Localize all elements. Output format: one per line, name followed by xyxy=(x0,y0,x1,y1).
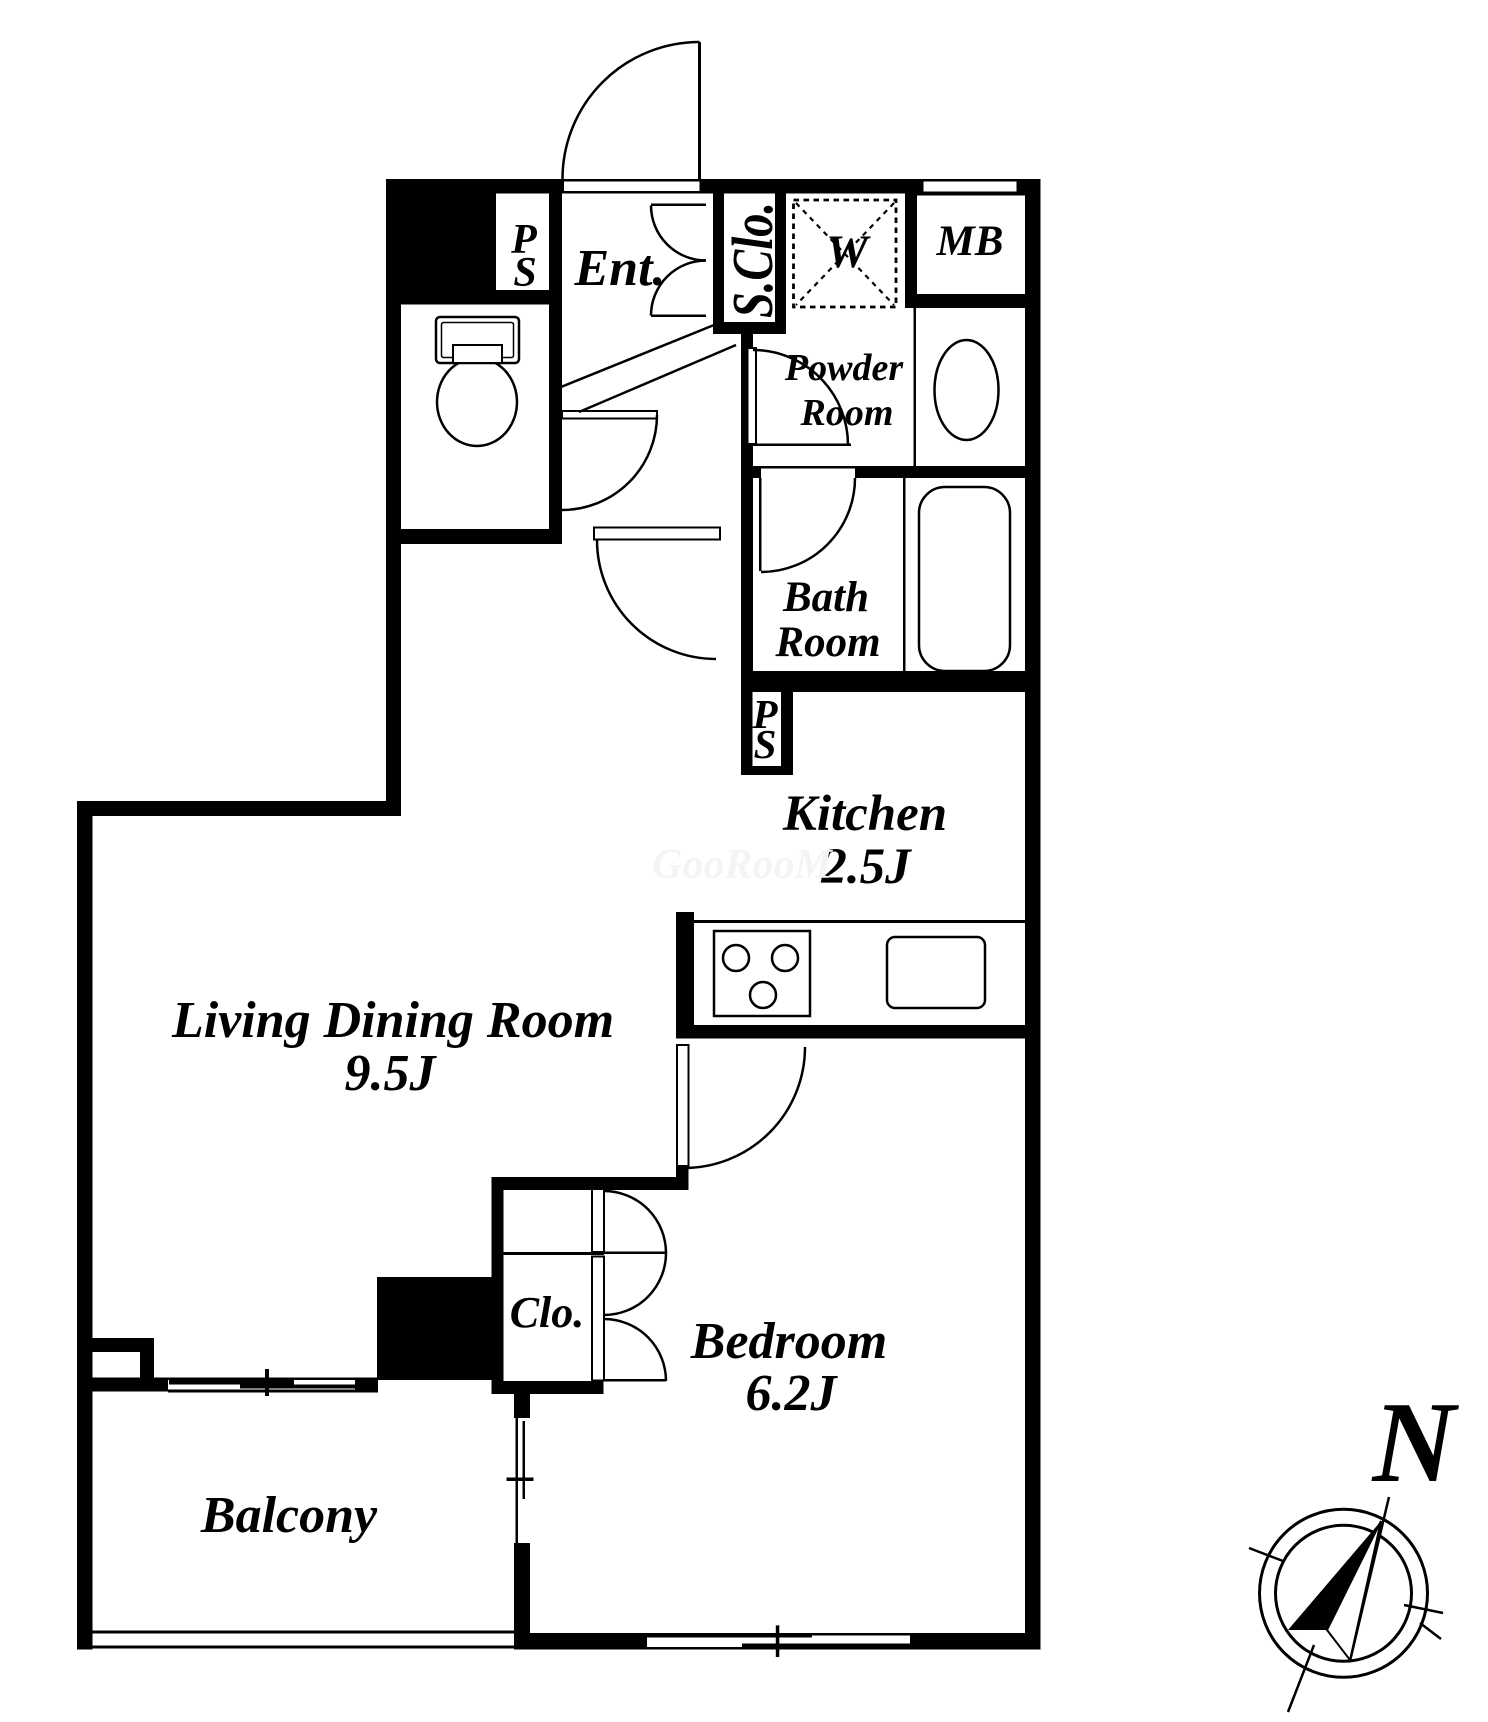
svg-text:Bedroom: Bedroom xyxy=(690,1313,887,1370)
svg-text:6.2J: 6.2J xyxy=(746,1365,839,1422)
svg-text:Kitchen: Kitchen xyxy=(782,786,947,842)
svg-text:Room: Room xyxy=(774,619,880,666)
svg-text:N: N xyxy=(1370,1379,1459,1506)
svg-text:S.Clo.: S.Clo. xyxy=(720,202,785,318)
svg-text:GooRooM: GooRooM xyxy=(652,842,833,888)
svg-text:Clo.: Clo. xyxy=(510,1288,585,1337)
svg-text:9.5J: 9.5J xyxy=(345,1045,438,1102)
svg-text:S: S xyxy=(754,721,777,767)
svg-text:S: S xyxy=(513,250,536,296)
svg-text:P: P xyxy=(751,691,778,737)
svg-text:MB: MB xyxy=(936,218,1004,265)
svg-text:P: P xyxy=(510,217,537,263)
svg-text:Room: Room xyxy=(800,392,894,434)
svg-text:W: W xyxy=(826,226,871,278)
svg-text:Powder: Powder xyxy=(784,347,904,389)
svg-text:Ent.: Ent. xyxy=(573,240,665,297)
svg-text:2.5J: 2.5J xyxy=(820,839,912,895)
svg-text:Balcony: Balcony xyxy=(200,1487,378,1544)
svg-text:Living Dining Room: Living Dining Room xyxy=(171,992,614,1049)
svg-text:Bath: Bath xyxy=(782,574,869,621)
